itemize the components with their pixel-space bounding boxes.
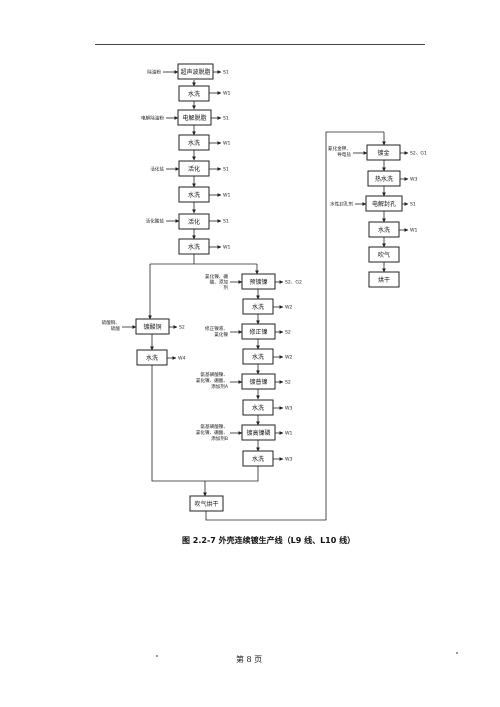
output-label: W1	[223, 141, 231, 147]
input-label: 添加剂B	[211, 435, 228, 442]
process-box-blow-dry	[189, 495, 224, 512]
process-label: 吹气烘干	[194, 500, 218, 508]
input-label: 氯化镍	[214, 331, 228, 338]
input-label: 硫酸铜、	[102, 319, 120, 326]
input-label: 修正镍液、	[205, 325, 228, 332]
process-label: 水洗	[252, 303, 264, 311]
process-label: 水洗	[188, 243, 200, 251]
process-label: 水洗	[188, 139, 200, 147]
input-label: 氰化金钾、	[328, 145, 351, 152]
output-label: W1	[223, 245, 231, 251]
input-label: 酸、添加	[210, 279, 229, 286]
output-label: S2	[285, 330, 291, 336]
output-label: S1	[223, 167, 229, 173]
output-label: S1	[223, 70, 229, 76]
input-label: 活化酸盐	[146, 218, 165, 225]
output-label: W1	[410, 228, 418, 234]
process-label: 修正镍	[249, 328, 267, 336]
process-label: 镀金	[377, 149, 389, 157]
process-label: 水洗	[252, 353, 264, 361]
output-label: W1	[285, 431, 293, 437]
input-label: 硫酸	[111, 325, 121, 332]
process-label: 水洗	[252, 455, 264, 463]
output-label: W3	[285, 406, 293, 412]
output-label: S2、G2	[285, 280, 302, 286]
input-label: 氯化镍、硼	[205, 273, 228, 280]
figure-caption: 图 2.2-7 外壳连续镀生产线（L9 线、L10 线）	[182, 536, 356, 545]
process-label: 镀普镍	[249, 378, 267, 386]
output-label: S2、G1	[410, 151, 427, 157]
process-label: 烘干	[378, 276, 390, 284]
process-label: 电解脱脂	[182, 114, 206, 122]
process-label: 水洗	[252, 404, 264, 412]
page-number: 第 8 页	[236, 655, 263, 664]
output-label: W2	[285, 355, 293, 361]
output-label: S1	[223, 116, 229, 122]
output-label: W1	[223, 91, 231, 97]
process-label: 活化	[188, 165, 200, 173]
output-label: W2	[285, 305, 293, 311]
header-rule	[95, 44, 425, 45]
input-label: 水性封孔剂	[330, 201, 353, 208]
input-label: 氯化镍、硼酸、	[196, 377, 228, 384]
process-box-rinse	[178, 85, 210, 102]
process-label: 水洗	[188, 191, 200, 199]
output-label: W4	[178, 356, 186, 362]
output-label: S2	[179, 325, 185, 331]
process-label: 水洗	[146, 354, 158, 362]
scan-speck	[156, 655, 158, 657]
process-label: 吹气	[378, 251, 390, 259]
process-box-dry	[368, 271, 400, 288]
input-label: 添加剂A	[211, 383, 229, 390]
cross-column-connector	[205, 131, 384, 521]
process-box-rinse	[178, 186, 210, 203]
process-box-rinse	[178, 134, 210, 151]
input-label: 导电盐	[337, 151, 351, 158]
input-label: 活化盐	[150, 166, 164, 173]
input-label: 电解除油粉	[141, 115, 164, 122]
output-label: W3	[410, 177, 418, 183]
output-label: S1	[410, 202, 416, 208]
process-label: 水洗	[188, 90, 200, 98]
input-label: 氨基磺酸镍、	[200, 423, 228, 430]
merge-connector	[205, 466, 259, 482]
scan-speck	[456, 652, 458, 654]
input-label: 剂	[223, 284, 228, 291]
input-label: 氯化镍、硼酸、	[196, 429, 228, 436]
output-label: S2	[285, 380, 291, 386]
output-label: S1	[223, 219, 229, 225]
process-label: 热水洗	[375, 175, 393, 183]
process-label: 预镀镍	[249, 278, 267, 286]
input-label: 氨基磺酸镍、	[200, 371, 228, 378]
merge-connector	[151, 365, 205, 482]
process-label: 镀酸铜	[143, 323, 161, 331]
process-label: 活化	[188, 218, 200, 226]
output-label: W3	[285, 457, 293, 463]
process-label: 水洗	[378, 226, 390, 234]
process-label: 超声波脱脂	[180, 68, 210, 76]
input-label: 除油粉	[147, 69, 161, 76]
process-label: 镀高镍磷	[246, 429, 270, 437]
output-label: W1	[223, 193, 231, 199]
process-label: 电解封孔	[372, 200, 396, 208]
